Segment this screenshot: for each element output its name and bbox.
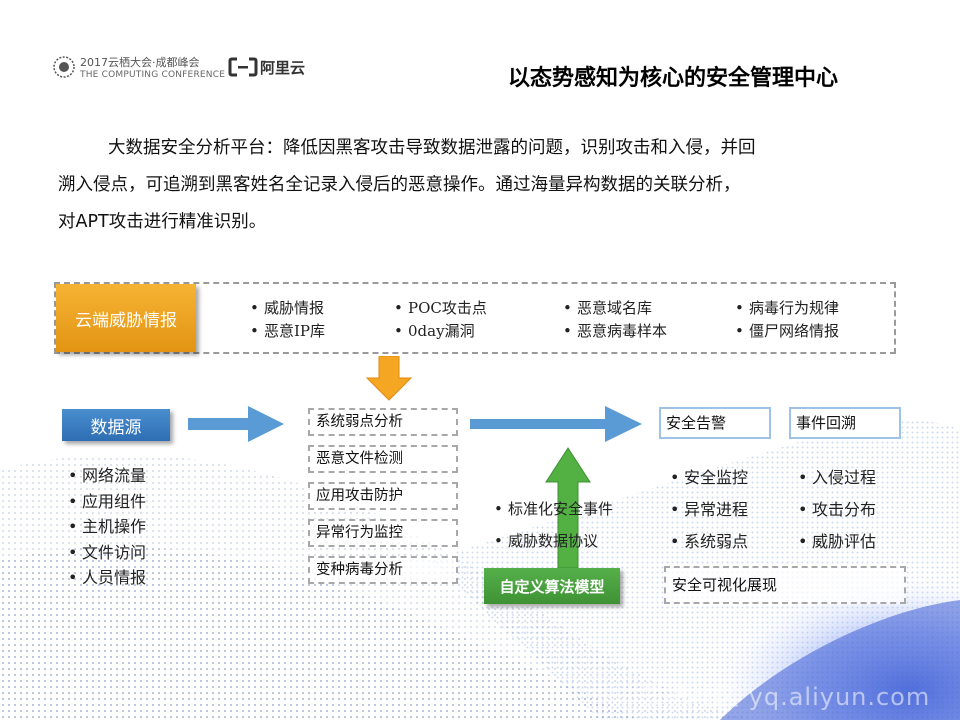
analysis-step: 异常行为监控 <box>308 519 458 547</box>
threat-item: •恶意病毒样本 <box>563 322 668 340</box>
custom-model-box: 自定义算法模型 <box>484 568 620 604</box>
right-arrow-blue-long-icon <box>470 406 642 442</box>
threat-item: •恶意域名库 <box>563 299 653 317</box>
trace-item: •威胁评估 <box>798 532 877 551</box>
data-source-box: 数据源 <box>62 409 170 441</box>
data-source-item: •应用组件 <box>68 492 147 511</box>
data-source-item: •主机操作 <box>68 517 147 536</box>
model-item: •威胁数据协议 <box>494 532 599 550</box>
conference-name: 2017云栖大会·成都峰会 <box>80 56 200 69</box>
trace-item: •攻击分布 <box>798 500 877 519</box>
threat-item: •威胁情报 <box>250 299 325 317</box>
analysis-step: 应用攻击防护 <box>308 482 458 510</box>
custom-model-label: 自定义算法模型 <box>499 577 605 596</box>
conference-logo-icon <box>52 55 76 79</box>
data-source-item: •人员情报 <box>68 568 147 587</box>
page-title: 以态势感知为核心的安全管理中心 <box>508 66 839 91</box>
analysis-step: 系统弱点分析 <box>308 408 458 436</box>
alert-item: •异常进程 <box>670 500 749 519</box>
threat-item: •0day漏洞 <box>394 322 475 340</box>
data-source-item: •文件访问 <box>68 543 147 562</box>
threat-item: •POC攻击点 <box>394 299 487 317</box>
threat-item: •僵尸网络情报 <box>735 322 840 340</box>
intro-line-1: 大数据安全分析平台：降低因黑客攻击导致数据泄露的问题，识别攻击和入侵，并回 <box>108 138 756 158</box>
intro-line-2: 溯入侵点，可追溯到黑客姓名全记录入侵后的恶意操作。通过海量异构数据的关联分析， <box>58 175 741 195</box>
aliyun-logo-icon <box>228 56 258 78</box>
threat-item: •恶意IP库 <box>250 322 326 340</box>
security-alert-box: 安全告警 <box>659 407 771 439</box>
analysis-step: 恶意文件检测 <box>308 445 458 473</box>
intro-line-3: 对APT攻击进行精准识别。 <box>58 212 267 232</box>
alert-item: •系统弱点 <box>670 532 749 551</box>
data-source-label: 数据源 <box>90 417 142 438</box>
cloud-threat-label-box: 云端威胁情报 <box>56 284 196 352</box>
trace-item: •入侵过程 <box>798 468 877 487</box>
watermark: 云栖社区 yq.aliyun.com <box>640 683 931 711</box>
threat-item: •病毒行为规律 <box>735 299 840 317</box>
cloud-threat-label: 云端威胁情报 <box>75 310 177 331</box>
cloud-threat-container <box>54 282 896 354</box>
model-item: •标准化安全事件 <box>494 500 614 518</box>
down-arrow-orange-icon <box>365 356 413 401</box>
brand-name: 阿里云 <box>260 59 306 77</box>
alert-item: •安全监控 <box>670 468 749 487</box>
visualization-box: 安全可视化展现 <box>664 566 906 604</box>
conference-name-en: THE COMPUTING CONFERENCE <box>80 70 226 80</box>
data-source-item: •网络流量 <box>68 466 147 485</box>
event-trace-box: 事件回溯 <box>789 407 901 439</box>
analysis-step: 变种病毒分析 <box>308 556 458 584</box>
right-arrow-blue-icon <box>188 406 284 442</box>
